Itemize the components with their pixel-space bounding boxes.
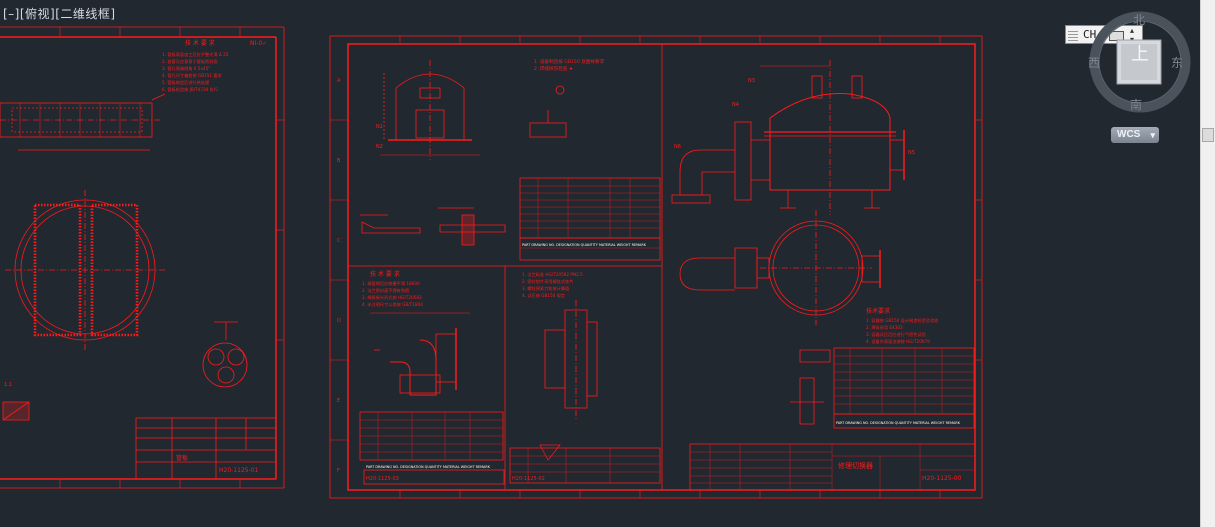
viewcube-top-face[interactable]: 上 [1131,44,1149,65]
viewcube-north[interactable]: 北 [1133,13,1146,27]
grip-icon[interactable] [1068,29,1078,41]
viewcube[interactable]: 上 北 南 东 西 [1085,10,1195,120]
scrollbar-thumb[interactable] [1202,128,1214,142]
svg-text:管板: 管板 [176,454,188,462]
svg-text:4. 管孔尺寸偏差按 GB151 要求: 4. 管孔尺寸偏差按 GB151 要求 [162,72,223,79]
svg-text:1. 设备制造按 GB150 及图样要求: 1. 设备制造按 GB150 及图样要求 [534,58,605,65]
svg-text:2. 焊缝探伤检查 ★: 2. 焊缝探伤检查 ★ [534,65,573,72]
svg-text:H20-1125-01: H20-1125-01 [219,467,259,474]
vertical-scrollbar[interactable] [1200,0,1215,527]
svg-text:4. 未注明尺寸公差按 GB/T1804: 4. 未注明尺寸公差按 GB/T1804 [362,301,423,308]
wcs-label: WCS [1117,129,1141,140]
svg-text:H20-1125-03: H20-1125-03 [366,476,399,482]
svg-text:3. 管孔两端倒角 0.5x45°: 3. 管孔两端倒角 0.5x45° [162,65,210,72]
svg-text:PART DRAWING NO. DESIGNATION Q: PART DRAWING NO. DESIGNATION QUANTITY MA… [366,465,491,469]
svg-text:1. 接管焊后应修磨平滑 18600: 1. 接管焊后应修磨平滑 18600 [362,280,420,287]
left-sheet-text: 技 术 要 求 NI-0✓ 1. 管板表面加工后应平整光滑 Δ 25 2. 各管… [4,39,267,474]
svg-text:技 术 要 求: 技 术 要 求 [185,39,215,47]
svg-text:D: D [337,318,341,324]
svg-text:N2: N2 [376,144,383,150]
svg-text:技术要求: 技术要求 [866,307,890,315]
svg-text:N4: N4 [732,102,739,108]
svg-text:2. 焊条采用 E4303: 2. 焊条采用 E4303 [866,324,903,331]
svg-text:N1: N1 [376,124,383,130]
svg-text:3. 焊接接头形式按 HG/T20583: 3. 焊接接头形式按 HG/T20583 [362,294,422,301]
svg-text:A: A [337,78,341,84]
svg-text:C: C [337,238,341,244]
right-drawing-sheet [329,35,983,499]
svg-text:N6: N6 [674,144,681,150]
svg-text:修理切换器: 修理切换器 [838,461,873,470]
svg-text:N3: N3 [748,78,755,84]
viewcube-east[interactable]: 东 [1171,56,1184,70]
svg-text:4. 试压按 GB150 规定: 4. 试压按 GB150 规定 [522,292,565,299]
svg-text:3. 螺栓预紧力矩按计算值: 3. 螺栓预紧力矩按计算值 [522,285,569,292]
viewcube-west[interactable]: 西 [1088,56,1101,70]
right-sheet-text: 1. 设备制造按 GB150 及图样要求 2. 焊缝探伤检查 ★ 技 术 要 求… [337,58,962,482]
viewcube-south[interactable]: 南 [1130,98,1143,112]
svg-text:1. 法兰标准 HG/T20592 PN2.5: 1. 法兰标准 HG/T20592 PN2.5 [522,271,583,278]
svg-text:2. 法兰密封面不得有划痕: 2. 法兰密封面不得有划痕 [362,287,410,294]
svg-text:F: F [337,468,340,474]
chevron-down-icon: ▾ [1150,130,1155,140]
svg-text:B: B [337,158,341,164]
svg-text:4. 设备外表面油漆按 HG/T20679: 4. 设备外表面油漆按 HG/T20679 [866,338,930,345]
wcs-menu-button[interactable]: WCS ▾ [1111,127,1159,143]
command-text: CH [1083,28,1097,41]
svg-text:1:1: 1:1 [4,382,12,388]
svg-text:5. 管板制造后进行热处理: 5. 管板制造后进行热处理 [162,79,210,86]
svg-text:PART DRAWING NO. DESIGNATION Q: PART DRAWING NO. DESIGNATION QUANTITY MA… [836,421,961,425]
svg-text:N5: N5 [908,150,915,156]
svg-text:1. 容器按 GB150 设计制造检验及验收: 1. 容器按 GB150 设计制造检验及验收 [866,317,939,324]
left-drawing-sheet [0,26,285,489]
svg-text:H20-1125-00: H20-1125-00 [922,475,962,482]
svg-text:NI-0✓: NI-0✓ [250,40,267,47]
svg-text:H20-1125-02: H20-1125-02 [512,476,545,482]
svg-text:E: E [337,398,340,404]
svg-text:2. 各管孔应垂直于管板密封面: 2. 各管孔应垂直于管板密封面 [162,58,218,65]
svg-text:PART DRAWING NO. DESIGNATION Q: PART DRAWING NO. DESIGNATION QUANTITY MA… [522,243,647,247]
svg-text:3. 容器试压后应进行气密性试验: 3. 容器试压后应进行气密性试验 [866,331,927,338]
svg-text:技 术 要 求: 技 术 要 求 [370,270,400,278]
viewport-controls-label[interactable]: [–][俯视][二维线框] [3,7,116,21]
svg-text:6. 管板检验按 JB/T4730 执行: 6. 管板检验按 JB/T4730 执行 [162,86,218,93]
svg-text:1. 管板表面加工后应平整光滑 Δ 25: 1. 管板表面加工后应平整光滑 Δ 25 [162,51,229,58]
svg-text:2. 密封垫片采用缠绕式垫片: 2. 密封垫片采用缠绕式垫片 [522,278,573,285]
viewcube-ring [1089,11,1191,113]
